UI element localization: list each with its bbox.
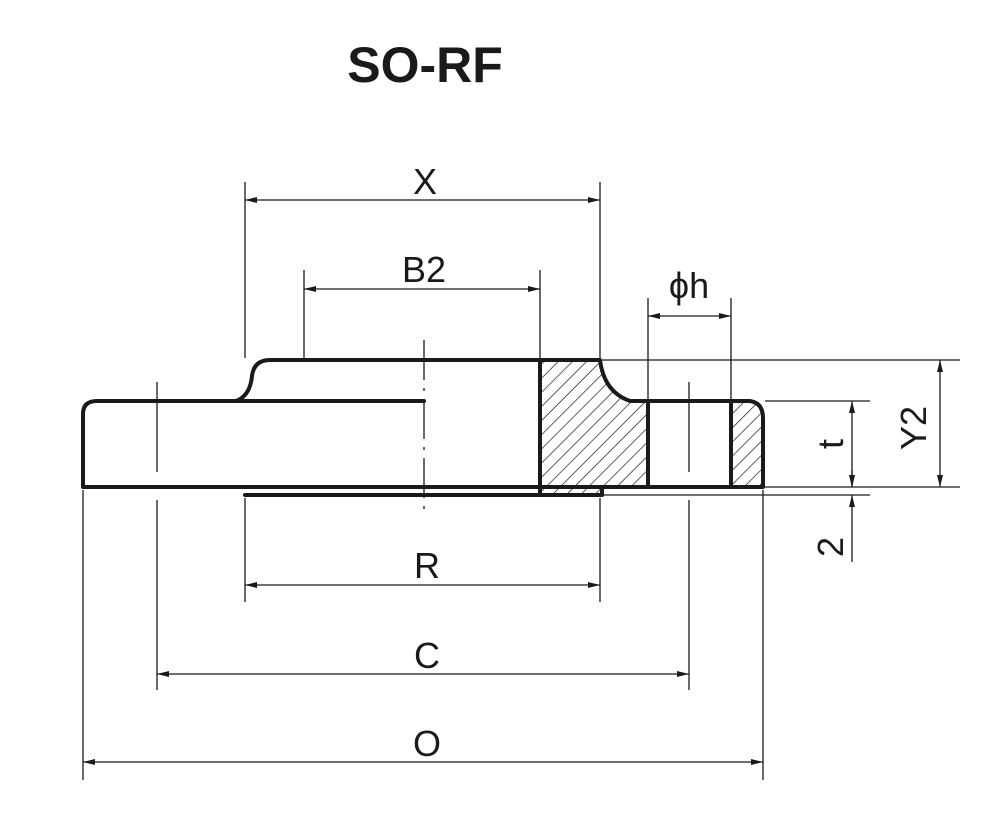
flange-outline [81, 358, 765, 497]
dimension-labels: X B2 ϕh t Y2 2 R C O [402, 161, 934, 764]
dim-label-c: C [414, 635, 440, 676]
dim-label-x: X [413, 161, 437, 202]
dim-label-raised-face: 2 [810, 537, 851, 557]
dim-label-y2: Y2 [893, 406, 934, 450]
dim-label-b2: B2 [402, 249, 446, 290]
extension-lines [82, 182, 960, 780]
center-lines [156, 340, 690, 515]
page-title: SO-RF [347, 37, 503, 93]
dim-label-t: t [810, 439, 851, 449]
dim-label-h: ϕh [669, 265, 709, 306]
dim-label-r: R [414, 545, 440, 586]
flange-section-hatch [540, 360, 763, 495]
dim-label-o: O [413, 723, 441, 764]
dimension-lines [83, 197, 943, 765]
